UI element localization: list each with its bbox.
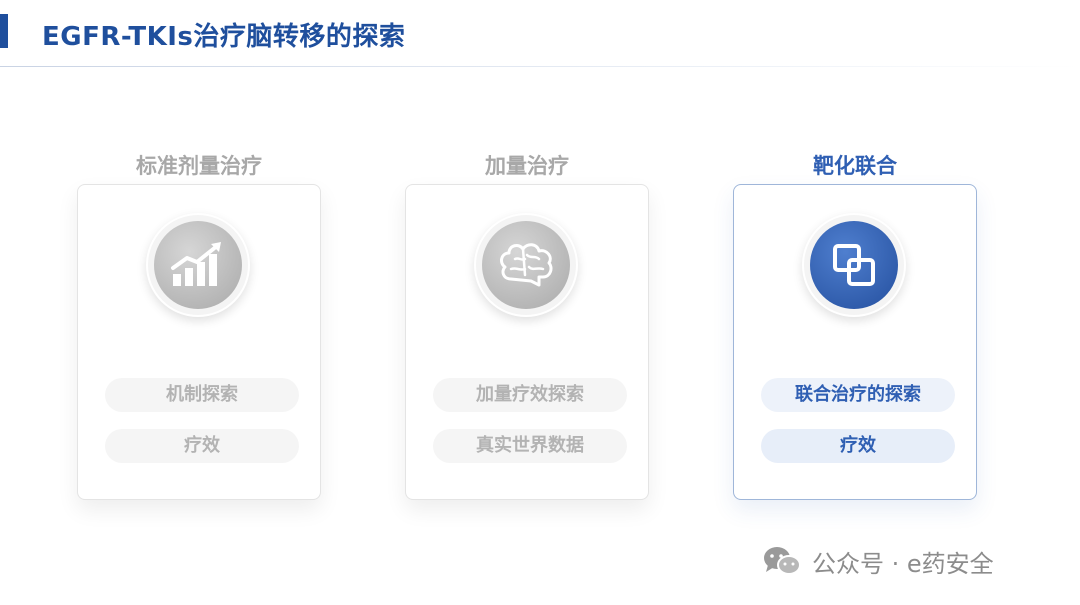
wechat-icon xyxy=(764,547,801,575)
link-squares-icon xyxy=(833,244,875,286)
card-targeted-combination[interactable]: 联合治疗的探索 疗效 xyxy=(733,184,977,500)
card-dose-increase[interactable]: 加量疗效探索 真实世界数据 xyxy=(405,184,649,500)
pill-dose-efficacy[interactable]: 加量疗效探索 xyxy=(433,378,627,412)
icon-ring xyxy=(146,213,250,317)
card-standard-dose[interactable]: 机制探索 疗效 xyxy=(77,184,321,500)
title-accent-bar xyxy=(0,14,8,48)
icon-disc xyxy=(810,221,898,309)
brain-icon xyxy=(500,243,553,287)
pill-efficacy[interactable]: 疗效 xyxy=(761,429,955,463)
pill-mechanism[interactable]: 机制探索 xyxy=(105,378,299,412)
pill-real-world-data[interactable]: 真实世界数据 xyxy=(433,429,627,463)
watermark-text: 公众号 · e药安全 xyxy=(812,549,994,578)
column-heading-dose-increase: 加量治疗 xyxy=(485,154,569,178)
icon-ring xyxy=(802,213,906,317)
watermark: 公众号 · e药安全 xyxy=(762,544,994,578)
icon-disc xyxy=(154,221,242,309)
column-heading-standard-dose: 标准剂量治疗 xyxy=(136,154,262,178)
page-title: EGFR-TKIs治疗脑转移的探索 xyxy=(42,22,406,52)
icon-disc xyxy=(482,221,570,309)
icon-ring xyxy=(474,213,578,317)
pill-combination-exploration[interactable]: 联合治疗的探索 xyxy=(761,378,955,412)
growth-chart-icon xyxy=(171,242,221,286)
pill-efficacy[interactable]: 疗效 xyxy=(105,429,299,463)
column-heading-targeted-combination: 靶化联合 xyxy=(813,154,897,178)
title-divider xyxy=(0,66,1080,67)
